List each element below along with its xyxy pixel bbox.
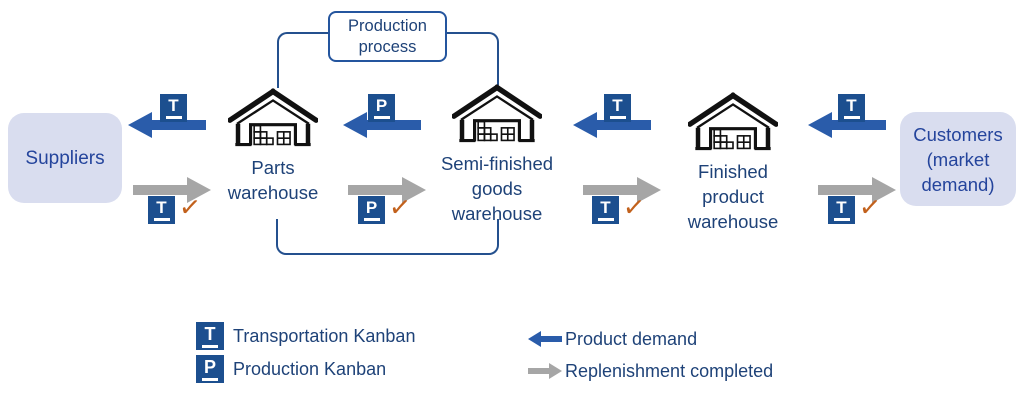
- legend-transportation-badge: T: [196, 322, 224, 350]
- warehouse-icon-parts: [227, 87, 319, 153]
- product-demand-arrow-3: [573, 112, 651, 143]
- production-loop-connector-left: [277, 32, 329, 88]
- product-demand-arrow-4: [808, 112, 886, 143]
- production-loop-connector-right: [447, 32, 499, 85]
- check-icon-3: ✓: [621, 191, 647, 225]
- customers-node: Customers (market demand): [900, 112, 1016, 206]
- kanban-badge-replenish-4: T: [828, 196, 855, 224]
- product-demand-arrow-2: [343, 112, 421, 143]
- legend-product-demand-arrow-icon: [528, 331, 562, 352]
- product-demand-arrow-1: [128, 112, 206, 143]
- production-loop-bracket: [276, 219, 499, 255]
- kanban-badge-replenish-2: P: [358, 196, 385, 224]
- suppliers-node: Suppliers: [8, 113, 122, 203]
- warehouse-label-finished: Finished product warehouse: [687, 161, 779, 232]
- check-icon-2: ✓: [387, 191, 413, 225]
- replenishment-arrow-3: [583, 177, 661, 208]
- kanban-badge-demand-3: T: [604, 94, 631, 122]
- kanban-badge-demand-4: T: [838, 94, 865, 122]
- replenishment-arrow-1: [133, 177, 211, 208]
- legend-product-demand-label: Product demand: [565, 329, 698, 349]
- warehouse-icon-finished: [687, 91, 779, 157]
- kanban-badge-demand-2: P: [368, 94, 395, 122]
- production-process-label: Production process: [348, 16, 427, 56]
- replenishment-arrow-2: [348, 177, 426, 208]
- kanban-badge-demand-1: T: [160, 94, 187, 122]
- kanban-badge-replenish-1: T: [148, 196, 175, 224]
- warehouse-label-semi-finished: Semi-finished goods warehouse: [440, 153, 554, 224]
- warehouse-label-parts: Parts warehouse: [227, 157, 319, 203]
- customers-label: Customers (market demand): [913, 123, 1003, 195]
- legend-production-badge: P: [196, 355, 224, 383]
- suppliers-label: Suppliers: [25, 147, 105, 169]
- legend-replenishment-arrow-icon: [528, 363, 562, 384]
- production-process-box: Production process: [328, 11, 447, 62]
- replenishment-arrow-4: [818, 177, 896, 208]
- legend-transportation-label: Transportation Kanban: [233, 326, 416, 346]
- check-icon-1: ✓: [177, 191, 203, 225]
- legend-replenishment-label: Replenishment completed: [565, 361, 774, 381]
- check-icon-4: ✓: [857, 191, 883, 225]
- legend-production-label: Production Kanban: [233, 359, 387, 379]
- kanban-badge-replenish-3: T: [592, 196, 619, 224]
- warehouse-icon-semi-finished: [451, 83, 543, 149]
